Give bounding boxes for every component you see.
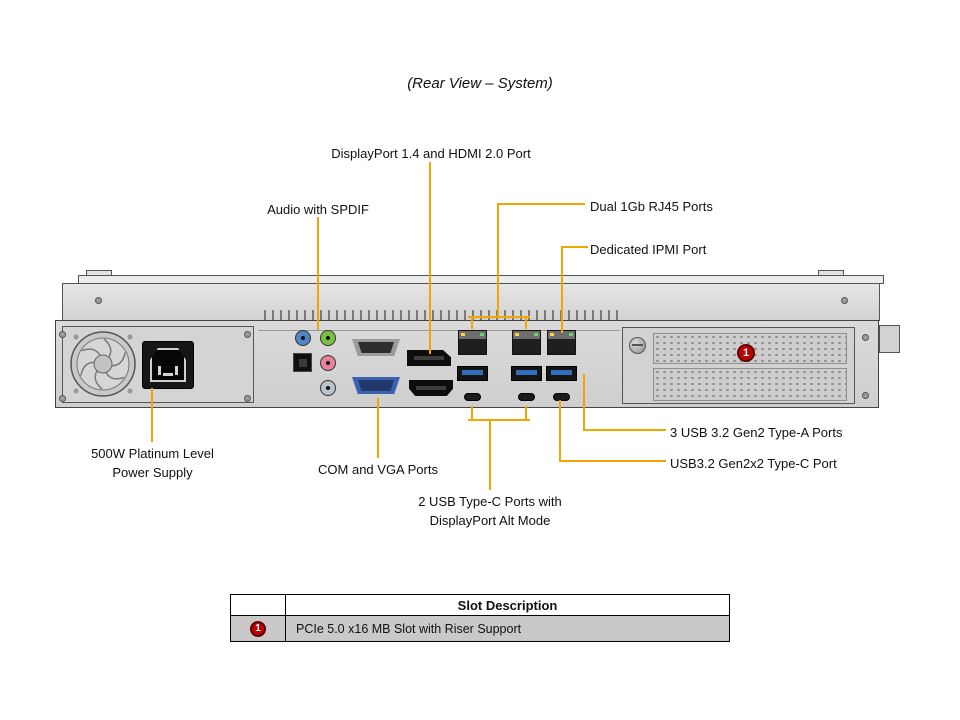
leader-rj45-tick2 <box>525 316 527 329</box>
rj45-lan2-port <box>512 330 541 355</box>
vent-hatching <box>264 310 622 320</box>
displayport-port <box>407 350 451 366</box>
leader-rj45-h <box>497 203 585 205</box>
label-com-vga: COM and VGA Ports <box>318 462 438 477</box>
label-power-supply: 500W Platinum Level Power Supply <box>60 444 245 482</box>
leader-usbc-dp-tick2 <box>525 406 527 419</box>
screw-icon <box>59 395 66 402</box>
usb-c-gen2x2-port <box>553 393 570 401</box>
leader-ipmi-v <box>561 246 563 333</box>
ac-inlet-socket <box>150 348 186 382</box>
label-usb-c-port: USB3.2 Gen2x2 Type-C Port <box>670 456 837 471</box>
slot-description-text: PCIe 5.0 x16 MB Slot with Riser Support <box>296 621 522 636</box>
usb-a-port-3 <box>546 366 577 381</box>
leader-audio <box>317 217 319 330</box>
leader-displayport <box>429 162 431 354</box>
rj45-lan1-port <box>458 330 487 355</box>
leader-usb-a-v <box>583 374 585 431</box>
page-title: (Rear View – System) <box>407 75 553 92</box>
label-usb-a-ports: 3 USB 3.2 Gen2 Type-A Ports <box>670 425 843 440</box>
thumbscrew-icon <box>629 337 646 354</box>
screw-icon <box>841 297 848 304</box>
ac-power-inlet <box>142 341 194 389</box>
pcie-vent-lower <box>653 368 847 401</box>
leader-com-vga <box>377 398 379 458</box>
slot-description-table: Slot Description 1 PCIe 5.0 x16 MB Slot … <box>230 594 730 642</box>
label-power-supply-line2: Power Supply <box>112 465 193 480</box>
screw-icon <box>244 331 251 338</box>
screw-icon <box>862 392 869 399</box>
table-header-label: Slot Description <box>457 597 558 613</box>
label-audio-spdif: Audio with SPDIF <box>267 202 369 217</box>
audio-jack-line-in <box>295 330 311 346</box>
hdmi-port <box>409 380 453 396</box>
leader-usbc-dp-tick1 <box>471 406 473 419</box>
io-area-edge <box>258 330 620 331</box>
table-row: 1 PCIe 5.0 x16 MB Slot with Riser Suppor… <box>231 616 729 641</box>
screw-icon <box>59 331 66 338</box>
slot-1-marker: 1 <box>737 344 755 362</box>
vga-port <box>352 377 400 394</box>
leader-ipmi-h <box>561 246 588 248</box>
table-header-row: Slot Description <box>231 595 729 616</box>
leader-usb-c-h <box>559 460 666 462</box>
audio-jack-aux <box>320 380 336 396</box>
label-power-supply-line1: 500W Platinum Level <box>91 446 214 461</box>
audio-jack-mic <box>320 355 336 371</box>
screw-icon <box>862 334 869 341</box>
chassis-right-bracket <box>879 325 900 353</box>
screw-icon <box>244 395 251 402</box>
leader-usb-a-h <box>583 429 666 431</box>
slot-1-table-marker: 1 <box>250 620 266 637</box>
rj45-ipmi-port <box>547 330 576 355</box>
usb-c-dp-port-2 <box>518 393 535 401</box>
leader-psu <box>151 388 153 442</box>
ac-prong-ground <box>163 373 173 376</box>
leader-rj45-bracket <box>468 316 530 318</box>
leader-rj45-v <box>497 203 499 317</box>
label-usb-c-dp: 2 USB Type-C Ports with DisplayPort Alt … <box>388 492 592 530</box>
ac-prong-left <box>158 366 161 375</box>
com-port <box>352 339 400 356</box>
table-header-marker-cell <box>231 595 286 615</box>
psu-fan-icon <box>70 331 136 397</box>
leader-rj45-tick1 <box>471 316 473 329</box>
audio-jack-line-out <box>320 330 336 346</box>
table-marker-cell: 1 <box>231 616 286 641</box>
label-usb-c-dp-line2: DisplayPort Alt Mode <box>429 513 551 528</box>
usb-a-port-1 <box>457 366 488 381</box>
spdif-optical-port <box>293 353 312 372</box>
usb-c-dp-port-1 <box>464 393 481 401</box>
label-usb-c-dp-line1: 2 USB Type-C Ports with <box>418 494 562 509</box>
label-ipmi-port: Dedicated IPMI Port <box>590 242 707 257</box>
ac-prong-right <box>175 366 178 375</box>
label-rj45-ports: Dual 1Gb RJ45 Ports <box>590 199 713 214</box>
label-displayport-hdmi: DisplayPort 1.4 and HDMI 2.0 Port <box>331 146 531 161</box>
leader-usbc-dp-v <box>489 419 491 490</box>
usb-a-port-2 <box>511 366 542 381</box>
leader-usbc-dp-bracket <box>468 419 530 421</box>
leader-usb-c-v <box>559 400 561 462</box>
screw-icon <box>95 297 102 304</box>
